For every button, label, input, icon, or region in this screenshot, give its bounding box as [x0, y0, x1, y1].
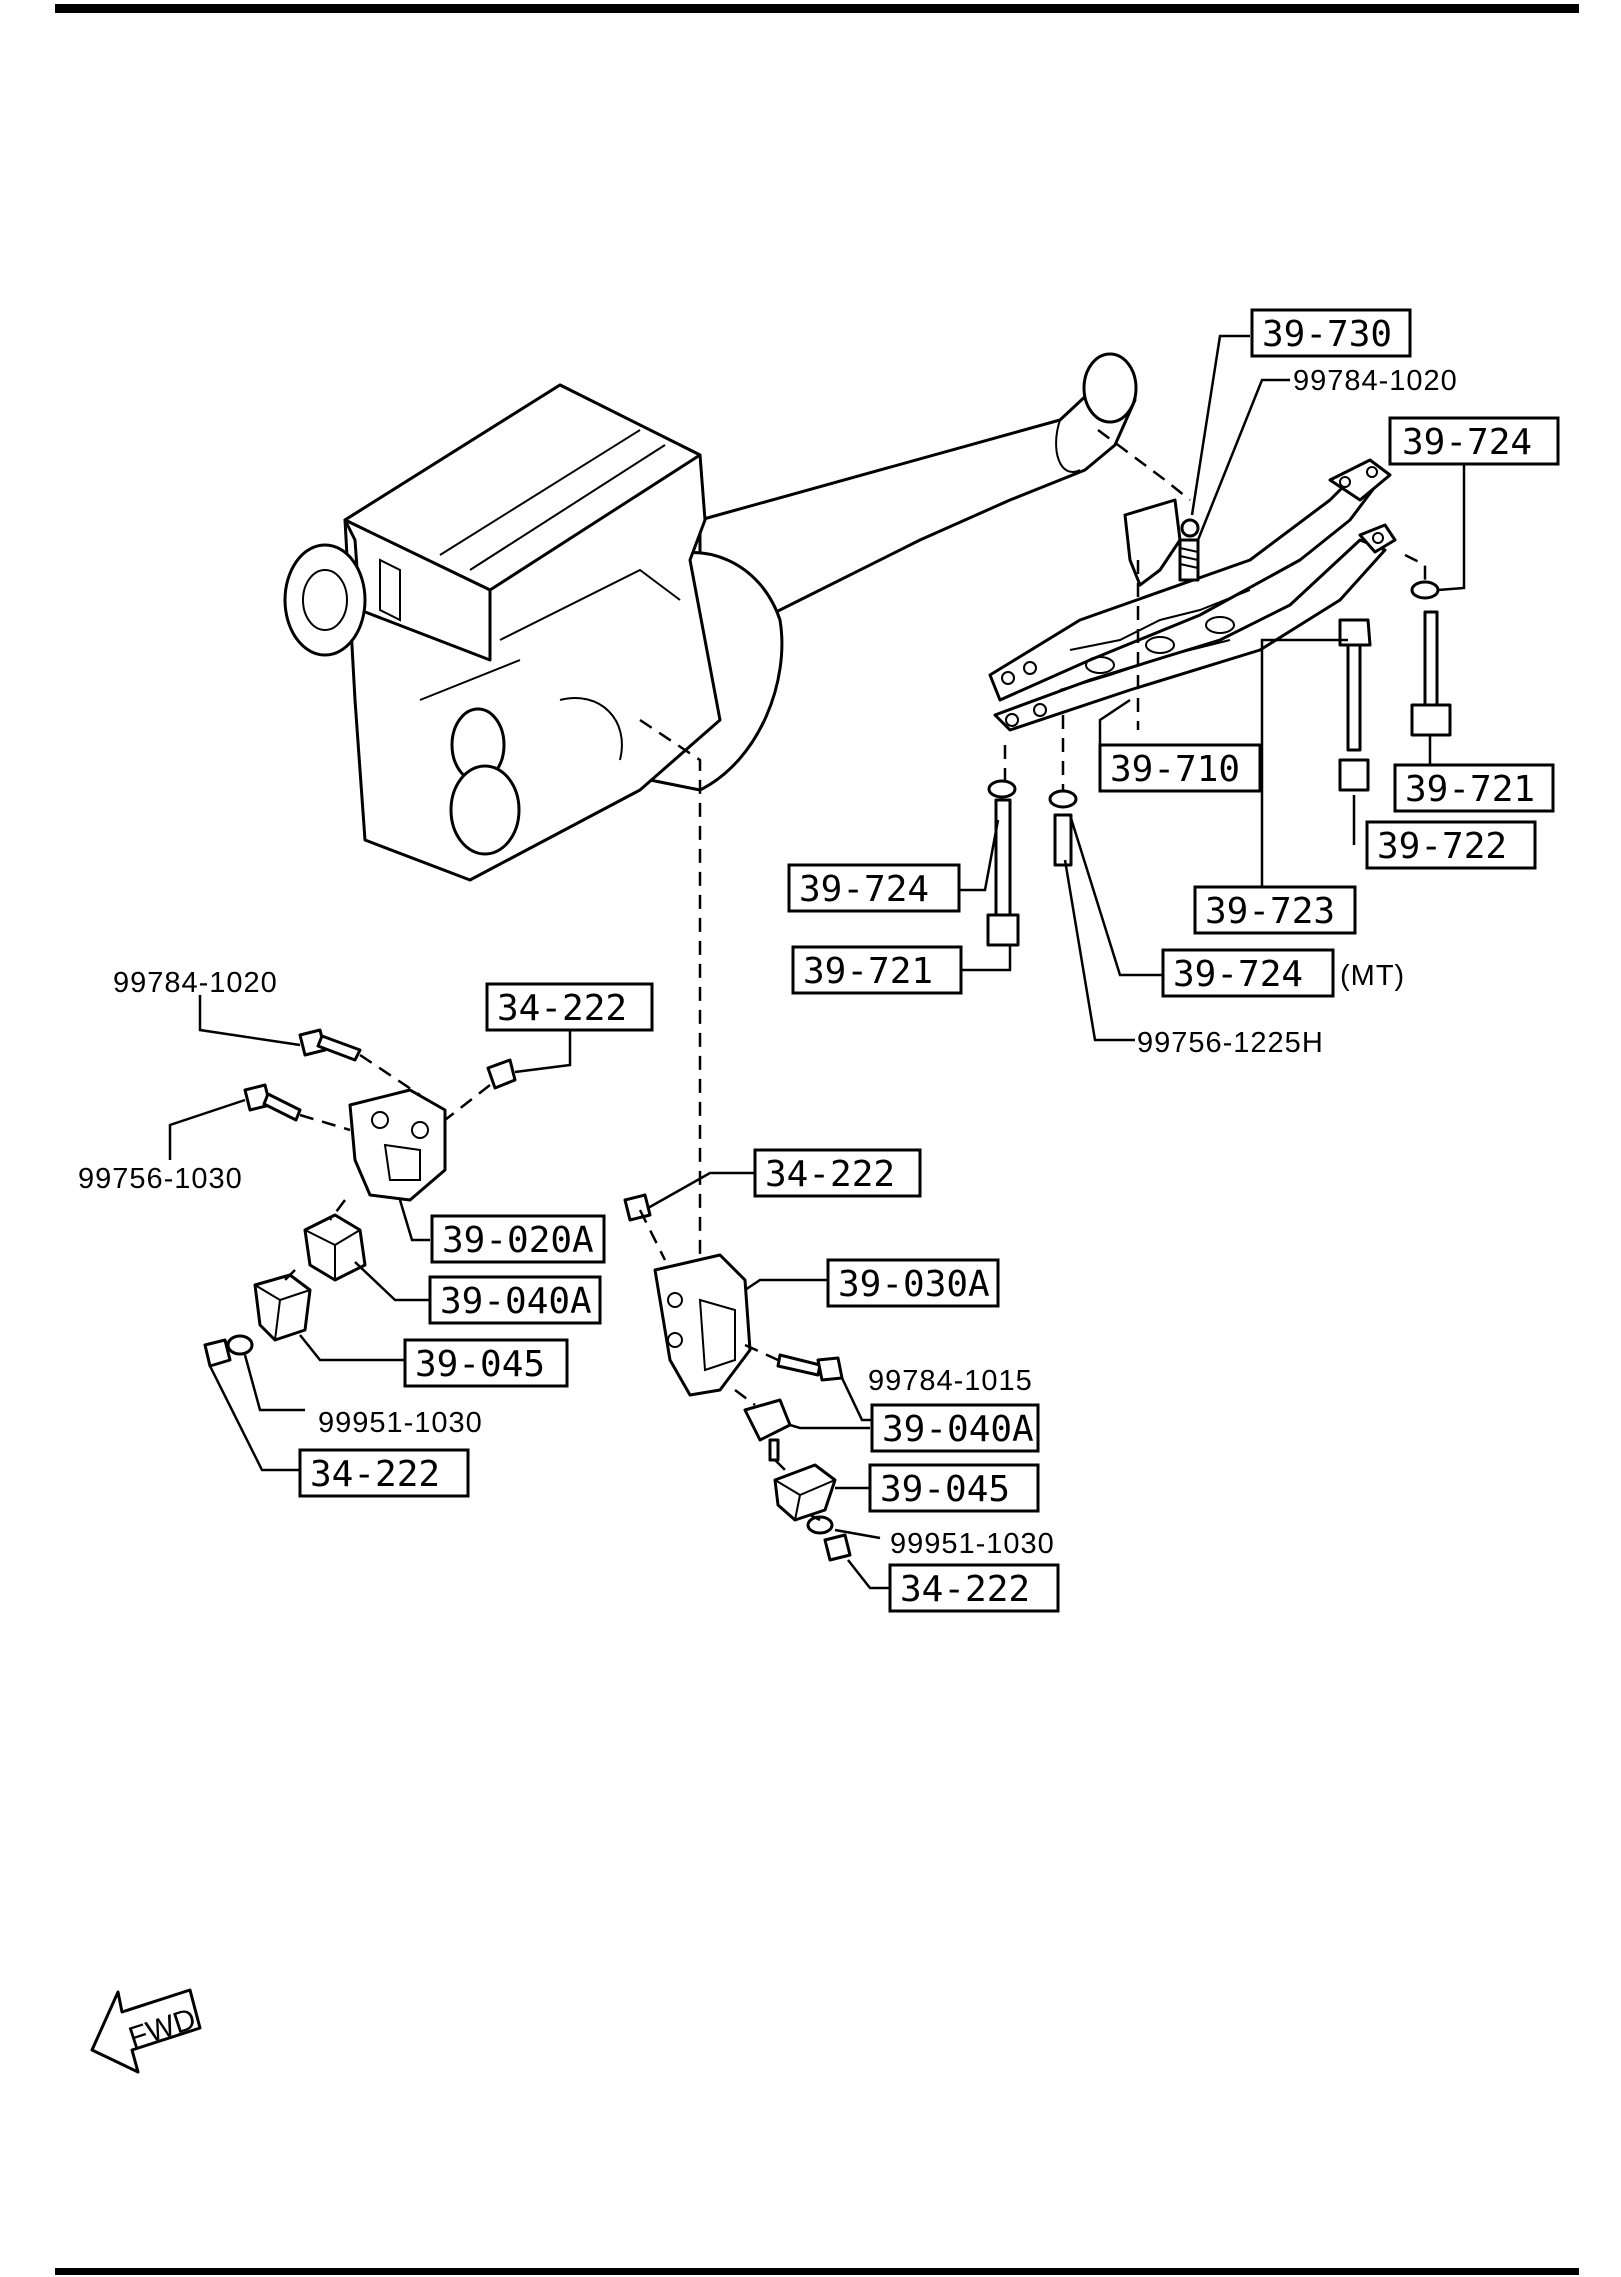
label-39-040a-right: 39-040A [882, 1409, 1034, 1450]
transmission-crossmember [988, 458, 1397, 732]
label-39-723: 39-723 [1205, 891, 1335, 932]
label-39-045-right: 39-045 [880, 1469, 1010, 1510]
label-34-222-b: 34-222 [765, 1154, 895, 1195]
left-engine-mount [203, 1028, 517, 1368]
label-39-730: 39-730 [1262, 314, 1392, 355]
label-99784-1015: 99784-1015 [868, 1365, 1033, 1397]
label-39-724-mt: 39-724 [1173, 954, 1303, 995]
bottom-rule [55, 2268, 1579, 2275]
crossmember-fasteners [986, 518, 1452, 947]
plain-labels: 99784-1020 (MT) 99756-1225H 99784-1020 9… [78, 365, 1458, 1560]
label-99784-1020-left: 99784-1020 [113, 967, 278, 999]
label-39-045-left: 39-045 [415, 1344, 545, 1385]
label-39-724-top: 39-724 [1402, 422, 1532, 463]
label-39-722: 39-722 [1377, 826, 1507, 867]
label-39-721-left: 39-721 [803, 951, 933, 992]
right-engine-mount [623, 718, 852, 1562]
fwd-arrow-icon: FWD [90, 1988, 202, 2074]
label-99784-1020-top: 99784-1020 [1293, 365, 1458, 397]
label-99756-1030: 99756-1030 [78, 1163, 243, 1195]
label-39-040a-left: 39-040A [440, 1281, 592, 1322]
label-99756-1225h: 99756-1225H [1137, 1027, 1324, 1059]
label-99951-1030-left: 99951-1030 [318, 1407, 483, 1439]
label-39-724-left: 39-724 [799, 869, 929, 910]
label-39-020a: 39-020A [442, 1220, 594, 1261]
label-34-222-a: 34-222 [497, 988, 627, 1029]
label-39-710: 39-710 [1110, 749, 1240, 790]
right-group-assembly-lines [1003, 428, 1427, 790]
engine-transmission-assembly [283, 352, 1138, 882]
label-mt: (MT) [1340, 960, 1405, 992]
boxed-labels: 39-730 39-724 39-710 39-721 39-722 39-72… [298, 308, 1560, 1613]
top-rule [55, 4, 1579, 13]
label-99951-1030-right: 99951-1030 [890, 1528, 1055, 1560]
label-34-222-c: 34-222 [310, 1454, 440, 1495]
label-39-721-right: 39-721 [1405, 769, 1535, 810]
label-34-222-d: 34-222 [900, 1569, 1030, 1610]
leader-lines [168, 334, 1466, 1590]
label-39-030a: 39-030A [838, 1264, 990, 1305]
